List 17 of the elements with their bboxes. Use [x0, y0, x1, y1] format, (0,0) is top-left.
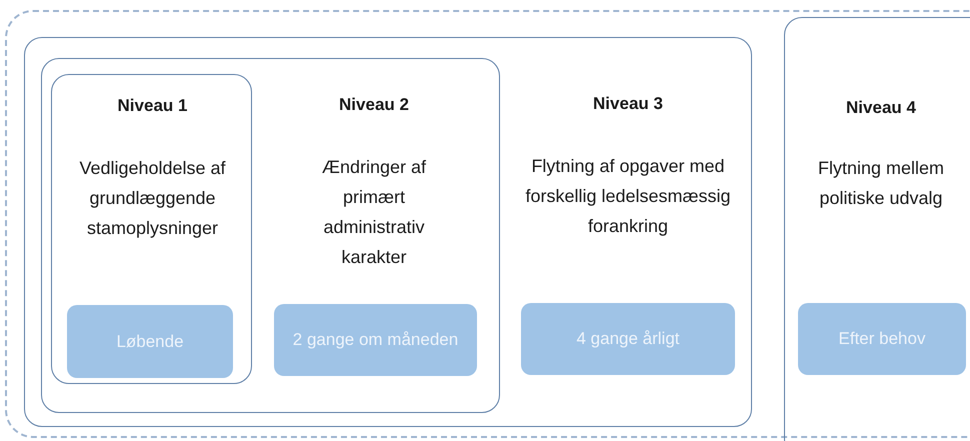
frequency-box: Efter behov	[798, 303, 966, 375]
level-panel	[784, 17, 970, 441]
level-heading: Niveau 2	[338, 94, 410, 116]
level-heading: Niveau 3	[592, 93, 664, 115]
level-heading: Niveau 1	[116, 95, 188, 117]
level-description: Ændringer af primært administrativ karakter	[320, 156, 428, 269]
frequency-box: 4 gange årligt	[521, 303, 735, 375]
level-heading: Niveau 4	[845, 97, 917, 119]
level-description: Flytning mellem politiske udvalg	[816, 157, 946, 210]
level-panel	[24, 37, 752, 427]
level-description: Flytning af opgaver med forskellig ledelsesmæssig forankring	[524, 155, 732, 238]
level-description: Vedligeholdelse af grundlæggende stamoplysninger	[78, 157, 227, 240]
frequency-box: Løbende	[67, 305, 233, 378]
frequency-box: 2 gange om måneden	[274, 304, 477, 376]
level-panel	[51, 74, 252, 384]
dashed-group-frame	[5, 10, 970, 438]
level-panel	[41, 58, 500, 413]
